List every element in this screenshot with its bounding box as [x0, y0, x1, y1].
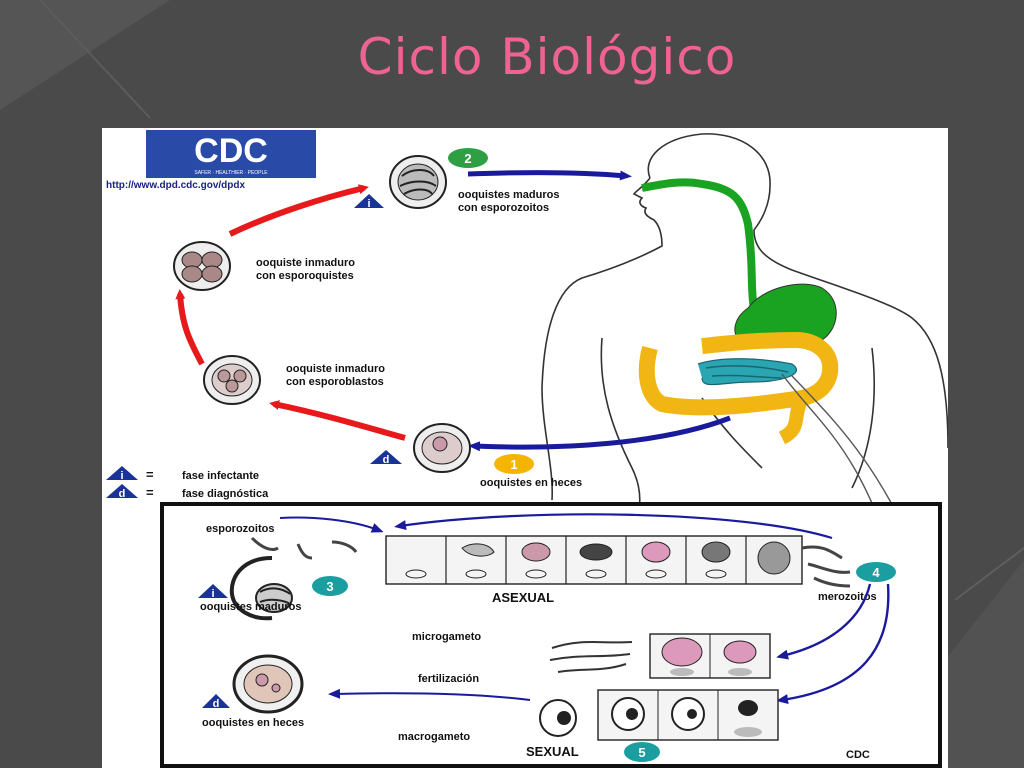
merozoites-label: merozoitos: [818, 591, 877, 603]
legend-infective-letter: i: [120, 470, 123, 482]
immature-sporocysts-line1: ooquiste inmaduro: [256, 257, 355, 269]
digestive-tract-icon: [638, 178, 933, 589]
stage-4-badge: 4: [856, 562, 896, 582]
legend-infective-text: fase infectante: [182, 470, 259, 482]
legend: i = fase infectante d = fase diagnóstica: [106, 466, 269, 500]
to-macrogamete-arrow: [776, 583, 890, 705]
macrogamete-cells: [539, 689, 779, 741]
immature-sporoblasts-line1: ooquiste inmaduro: [286, 363, 385, 375]
stage-1-number: 1: [510, 457, 517, 472]
immature-sporocysts-line2: con esporoquistes: [256, 270, 354, 282]
asexual-label: ASEXUAL: [492, 590, 554, 605]
immature-sporoblasts-line2: con esporoblastos: [286, 376, 384, 388]
to-feces-arrow: [328, 688, 531, 701]
immature-oocyst-sporocysts-icon: [173, 241, 231, 291]
microgamete-cells: [549, 633, 771, 679]
microgamete-label: microgameto: [412, 631, 481, 643]
stage-4-number: 4: [872, 565, 880, 580]
legend-diagnostic-symbol: =: [146, 485, 154, 500]
stage-3-badge: 3: [312, 576, 348, 596]
stage1-phase-letter: d: [383, 454, 390, 466]
stage3-infective-marker: i: [198, 584, 228, 600]
diagnostic-phase-marker: d: [370, 450, 402, 466]
stage-3-label: ooquistes maduros: [200, 601, 301, 613]
cdc-url: http://www.dpd.cdc.gov/dpdx: [106, 180, 246, 191]
life-cycle-figure: CDC SAFER · HEALTHIER · PEOPLE http://ww…: [102, 128, 948, 768]
transmission-arrows: [467, 170, 731, 452]
stage-2-label-line2: con esporozoitos: [458, 202, 549, 214]
stage-5-number: 5: [638, 745, 645, 760]
excreted-oocyst-icon: [232, 654, 304, 714]
cdc-tagline: SAFER · HEALTHIER · PEOPLE: [194, 170, 268, 176]
infective-phase-marker: i: [354, 194, 384, 210]
immature-oocyst-sporoblasts-icon: [203, 355, 261, 405]
sporozoites-label: esporozoitos: [206, 523, 274, 535]
panel-oocysts-feces-label: ooquistes en heces: [202, 717, 304, 729]
legend-infective-symbol: =: [146, 467, 154, 482]
hatching-oocyst-icon: [229, 536, 358, 621]
stage-2-number: 2: [464, 151, 471, 166]
macrogamete-label: macrogameto: [398, 731, 470, 743]
stage-5-badge: 5: [624, 742, 660, 762]
environmental-cycle-arrows: [175, 184, 406, 441]
legend-diagnostic-text: fase diagnóstica: [182, 488, 269, 500]
stage-1-label: ooquistes en heces: [480, 477, 582, 489]
to-microgamete-arrow: [776, 583, 872, 660]
legend-diagnostic-letter: d: [119, 488, 126, 500]
mature-oocyst-icon: [389, 155, 447, 209]
stage2-phase-letter: i: [367, 198, 370, 210]
oocyst-in-feces-icon: [413, 423, 471, 473]
stage3-phase-letter: i: [211, 588, 214, 600]
asexual-epithelium-cells: [385, 535, 851, 588]
sexual-label: SEXUAL: [526, 744, 579, 759]
cdc-logo-text: CDC: [194, 132, 268, 170]
merozoite-reinvasion-arrow: [394, 513, 833, 540]
slide-title: Ciclo Biológico: [357, 28, 737, 86]
cdc-logo: CDC SAFER · HEALTHIER · PEOPLE: [146, 130, 316, 178]
fertilization-label: fertilización: [418, 673, 479, 685]
stage-2-label-line1: ooquistes maduros: [458, 189, 559, 201]
panel-diagnostic-marker: d: [202, 694, 230, 710]
stage-3-number: 3: [326, 579, 333, 594]
panel-phase-letter: d: [213, 698, 220, 710]
cdc-credit: CDC: [846, 749, 870, 761]
stage-2-badge: 2: [448, 148, 488, 168]
stage-1-badge: 1: [494, 454, 534, 474]
